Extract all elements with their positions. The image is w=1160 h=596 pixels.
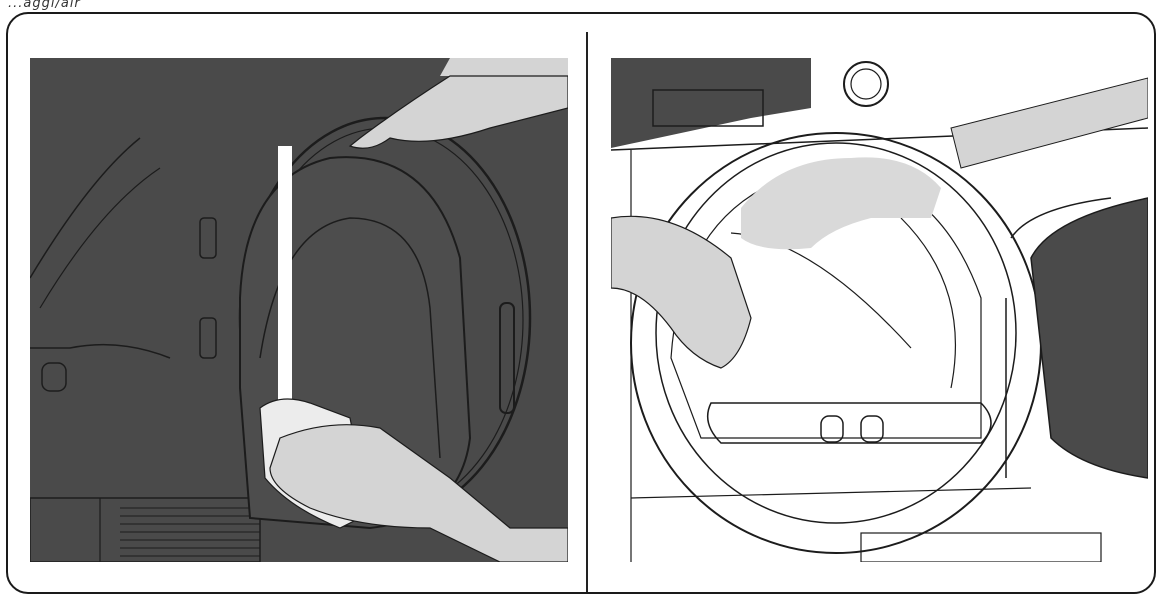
hand-wiping-door-seal-icon: [30, 58, 568, 562]
panel-divider: [586, 32, 588, 594]
illustration-left-panel: [30, 58, 568, 562]
top-caption: ...aggi/air: [8, 0, 81, 11]
hand-wiping-drum-opening-icon: [611, 58, 1148, 562]
illustration-right-panel: [611, 58, 1148, 562]
instruction-frame: [6, 12, 1156, 594]
